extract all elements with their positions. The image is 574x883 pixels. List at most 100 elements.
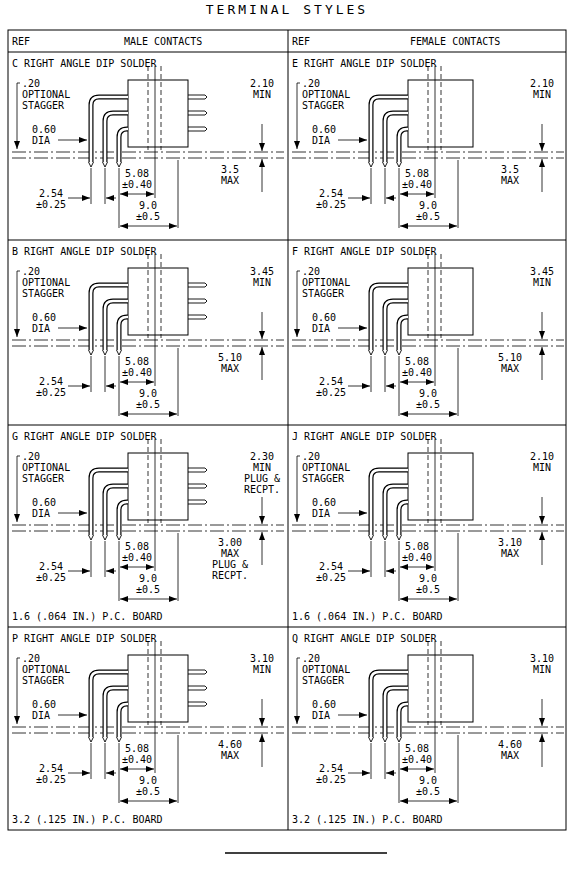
dimension-label: 3.5 MAX xyxy=(221,164,239,186)
dimension-label: OPTIONAL STAGGER xyxy=(302,664,350,686)
dimension-line xyxy=(400,414,457,415)
board-line xyxy=(292,531,564,532)
terminal-figure xyxy=(12,439,284,601)
label-holder: 0.60 DIA xyxy=(312,699,336,721)
label-holder: 0.60 DIA xyxy=(312,497,336,519)
center-line xyxy=(161,641,162,725)
solder-lead xyxy=(385,113,408,162)
label-holder: 4.60 MAX xyxy=(498,739,522,761)
note-label: 3.2 (.125 IN.) P.C. BOARD xyxy=(12,814,163,825)
note-label: .20 xyxy=(302,653,320,664)
label-holder: .20 xyxy=(22,451,40,462)
label-holder: 3.10 MIN xyxy=(250,653,274,675)
center-line xyxy=(161,66,162,150)
dimension-label: 5.08 ±0.40 xyxy=(122,743,152,765)
dimension-label: 3.45 MIN xyxy=(530,266,554,288)
note-label: B RIGHT ANGLE DIP SOLDER xyxy=(12,246,157,257)
terminal-figure xyxy=(12,641,284,803)
label-holder: 5.08 ±0.40 xyxy=(122,356,152,378)
label-holder: 3.00 MAX PLUG & RECPT. xyxy=(212,537,248,581)
center-line xyxy=(161,254,162,338)
dimension-arrow xyxy=(262,124,263,151)
solder-lead xyxy=(105,301,128,350)
dimension-label: OPTIONAL STAGGER xyxy=(302,462,350,484)
label-holder: 9.0 ±0.5 xyxy=(136,388,160,410)
extension-line xyxy=(385,168,386,204)
solder-lead xyxy=(119,129,128,162)
dimension-arrow xyxy=(542,312,543,339)
lead-tip xyxy=(103,737,108,742)
male-pin xyxy=(205,702,207,706)
label-holder: 9.0 ±0.5 xyxy=(136,775,160,797)
column-header: REF xyxy=(12,36,30,47)
title-holder: TERMINAL STYLES xyxy=(206,2,368,18)
dimension-arrow xyxy=(542,734,543,767)
label-holder: 9.0 ±0.5 xyxy=(416,775,440,797)
dimension-label: 9.0 ±0.5 xyxy=(136,200,160,222)
terminal-figure xyxy=(292,66,564,228)
male-pin xyxy=(188,472,205,473)
lead-tip xyxy=(383,535,388,540)
dimension-label: 0.60 DIA xyxy=(32,124,56,146)
dimension-line xyxy=(106,386,116,387)
connector-body xyxy=(408,80,473,147)
solder-lead xyxy=(385,301,408,350)
male-pin xyxy=(188,127,205,128)
label-holder: FEMALE CONTACTS xyxy=(410,36,500,47)
row-rule xyxy=(8,240,566,241)
label-holder: 2.54 ±0.25 xyxy=(316,188,346,210)
stagger-leader xyxy=(17,456,20,522)
label-holder: 9.0 ±0.5 xyxy=(416,388,440,410)
label-holder: 0.60 DIA xyxy=(312,312,336,334)
dimension-line xyxy=(386,198,396,199)
dimension-label: OPTIONAL STAGGER xyxy=(22,462,70,484)
note-label: .20 xyxy=(302,78,320,89)
note-label: Q RIGHT ANGLE DIP SOLDER xyxy=(292,633,437,644)
note-label: F RIGHT ANGLE DIP SOLDER xyxy=(292,246,437,257)
extension-line xyxy=(105,541,106,577)
label-holder: 0.60 DIA xyxy=(32,124,56,146)
dimension-label: 2.54 ±0.25 xyxy=(36,188,66,210)
dimension-arrow xyxy=(262,347,263,380)
diameter-leader xyxy=(58,715,87,716)
dimension-line xyxy=(120,599,177,600)
label-holder: 9.0 ±0.5 xyxy=(416,200,440,222)
lead-tip xyxy=(103,350,108,355)
label-holder: 0.60 DIA xyxy=(32,312,56,334)
center-line xyxy=(155,641,156,773)
solder-lead xyxy=(91,470,128,535)
label-holder: 3.2 (.125 IN.) P.C. BOARD xyxy=(292,814,443,825)
extension-line xyxy=(371,168,372,204)
center-line xyxy=(428,641,429,725)
dimension-label: 5.08 ±0.40 xyxy=(122,356,152,378)
label-holder: 3.45 MIN xyxy=(530,266,554,288)
board-line xyxy=(12,727,284,728)
solder-lead xyxy=(399,502,408,535)
dimension-label: OPTIONAL STAGGER xyxy=(22,277,70,299)
dimension-label: 2.54 ±0.25 xyxy=(36,561,66,583)
solder-lead xyxy=(399,317,408,350)
solder-lead xyxy=(119,502,128,535)
label-holder: Q RIGHT ANGLE DIP SOLDER xyxy=(292,633,437,644)
dimension-line xyxy=(348,773,370,774)
label-holder: .20 xyxy=(22,266,40,277)
extension-line xyxy=(119,356,120,416)
male-pin xyxy=(205,315,207,319)
extension-line xyxy=(119,168,120,228)
dimension-line xyxy=(400,801,457,802)
extension-line xyxy=(178,348,179,416)
male-pin xyxy=(188,283,205,284)
extension-line xyxy=(458,735,459,803)
extension-line xyxy=(91,356,92,392)
connector-body xyxy=(128,453,188,520)
dimension-label: 5.08 ±0.40 xyxy=(402,541,432,563)
lead-tip xyxy=(397,535,402,540)
label-holder: E RIGHT ANGLE DIP SOLDER xyxy=(292,58,437,69)
dimension-line xyxy=(386,773,396,774)
diameter-leader xyxy=(338,715,367,716)
solder-lead xyxy=(91,97,128,162)
male-pin xyxy=(188,670,205,671)
board-line xyxy=(292,152,564,153)
dimension-line xyxy=(106,198,116,199)
extension-line xyxy=(178,160,179,228)
